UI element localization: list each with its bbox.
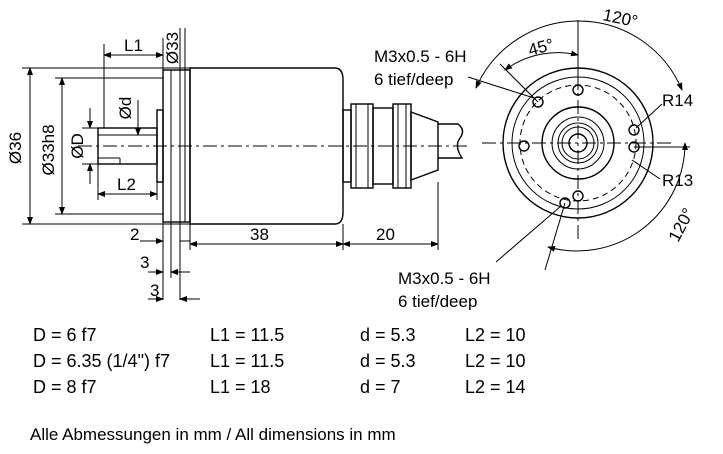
table-row: D = 6.35 (1/4") f7 L1 = 11.5 d = 5.3 L2 … xyxy=(33,348,545,374)
callout-bottom-depth: 6 tief/deep xyxy=(398,292,477,310)
callout-top-thread: M3x0.5 - 6H xyxy=(374,47,467,66)
dim-angle-120-top: 120° xyxy=(601,5,639,31)
variant-L2: L2 = 14 xyxy=(465,376,526,397)
dim-radius-R14: R14 xyxy=(662,91,693,110)
variant-D: D = 6.35 (1/4") f7 xyxy=(33,350,170,371)
dim-L2: L2 xyxy=(117,175,136,194)
dim-diameter-33: Ø33 xyxy=(163,32,182,64)
variant-L2: L2 = 10 xyxy=(465,324,526,345)
variant-d: d = 5.3 xyxy=(360,324,416,345)
dim-20: 20 xyxy=(376,225,395,244)
cable-gland xyxy=(342,103,464,189)
variant-d: d = 5.3 xyxy=(360,350,416,371)
dim-angle-45: 45° xyxy=(526,35,556,60)
variant-L2: L2 = 10 xyxy=(465,350,526,371)
variant-D: D = 8 f7 xyxy=(33,376,97,397)
dim-diameter-D: ØD xyxy=(68,133,87,159)
front-view: 120° 45° 120° R14 R13 M3x0.5 - 6H 6 tief… xyxy=(374,5,698,310)
callout-bottom-thread: M3x0.5 - 6H xyxy=(398,269,491,288)
shaft-variants-table: D = 6 f7 L1 = 11.5 d = 5.3 L2 = 10 D = 6… xyxy=(33,322,545,400)
dim-3-upper: 3 xyxy=(140,253,149,272)
shaft xyxy=(97,127,158,165)
dim-3-lower: 3 xyxy=(150,281,159,300)
dim-38: 38 xyxy=(250,225,269,244)
dim-diameter-d: Ød xyxy=(116,97,135,120)
housing-outline xyxy=(189,67,344,225)
side-view: Ø36 Ø33h8 ØD Ød L1 Ø33 L2 xyxy=(6,28,470,302)
callout-top-depth: 6 tief/deep xyxy=(374,70,453,89)
variant-D: D = 6 f7 xyxy=(33,324,97,345)
variant-L1: L1 = 11.5 xyxy=(210,350,285,371)
encoder-dimension-drawing: Ø36 Ø33h8 ØD Ød L1 Ø33 L2 xyxy=(6,5,698,310)
dim-radius-R13: R13 xyxy=(662,171,693,190)
variant-d: d = 7 xyxy=(360,376,401,397)
variant-L1: L1 = 11.5 xyxy=(210,324,285,345)
dim-2: 2 xyxy=(130,225,139,244)
dim-diameter-33h8: Ø33h8 xyxy=(39,124,58,175)
dim-L1: L1 xyxy=(124,36,143,55)
table-row: D = 8 f7 L1 = 18 d = 7 L2 = 14 xyxy=(33,374,545,400)
dim-diameter-36: Ø36 xyxy=(6,132,25,164)
units-footnote: Alle Abmessungen in mm / All dimensions … xyxy=(30,425,396,444)
dim-angle-120-side: 120° xyxy=(665,205,698,245)
table-row: D = 6 f7 L1 = 11.5 d = 5.3 L2 = 10 xyxy=(33,322,545,348)
variant-L1: L1 = 18 xyxy=(210,376,271,397)
